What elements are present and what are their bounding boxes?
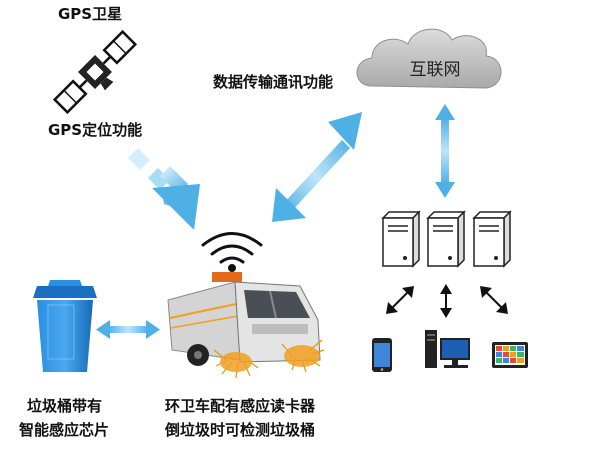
server-icon bbox=[426, 210, 466, 268]
data-transfer-arrow bbox=[272, 112, 362, 222]
server-group bbox=[381, 210, 512, 268]
trash-bin-icon bbox=[33, 280, 97, 372]
truck-label-line1: 环卫车配有感应读卡器 bbox=[165, 397, 316, 415]
tablet-icon bbox=[492, 342, 528, 368]
desktop-computer-icon bbox=[425, 330, 470, 368]
street-sweeper-truck-icon bbox=[167, 272, 325, 379]
gps-beam-arrow bbox=[128, 148, 200, 230]
bin-label-line2: 智能感应芯片 bbox=[19, 421, 110, 439]
bin-label-line1: 垃圾桶带有 bbox=[27, 397, 103, 415]
smartphone-icon bbox=[372, 338, 392, 372]
gps-function-label: GPS定位功能 bbox=[48, 121, 143, 139]
cloud-icon bbox=[356, 28, 502, 89]
internet-server-arrow bbox=[435, 104, 455, 198]
server-icon bbox=[381, 210, 421, 268]
bin-truck-arrow bbox=[96, 320, 160, 339]
server-desktop-arrow bbox=[440, 284, 452, 318]
internet-label: 互联网 bbox=[409, 60, 461, 80]
truck-label-line2: 倒垃圾时可检测垃圾桶 bbox=[165, 421, 316, 439]
server-phone-arrow bbox=[386, 286, 414, 314]
satellite-icon bbox=[52, 29, 138, 115]
wifi-signal-icon bbox=[201, 232, 263, 272]
gps-satellite-label: GPS卫星 bbox=[58, 5, 123, 23]
device-arrows bbox=[386, 284, 508, 318]
server-icon bbox=[472, 210, 512, 268]
server-tablet-arrow bbox=[480, 286, 508, 314]
data-transfer-label: 数据传输通讯功能 bbox=[213, 73, 334, 91]
